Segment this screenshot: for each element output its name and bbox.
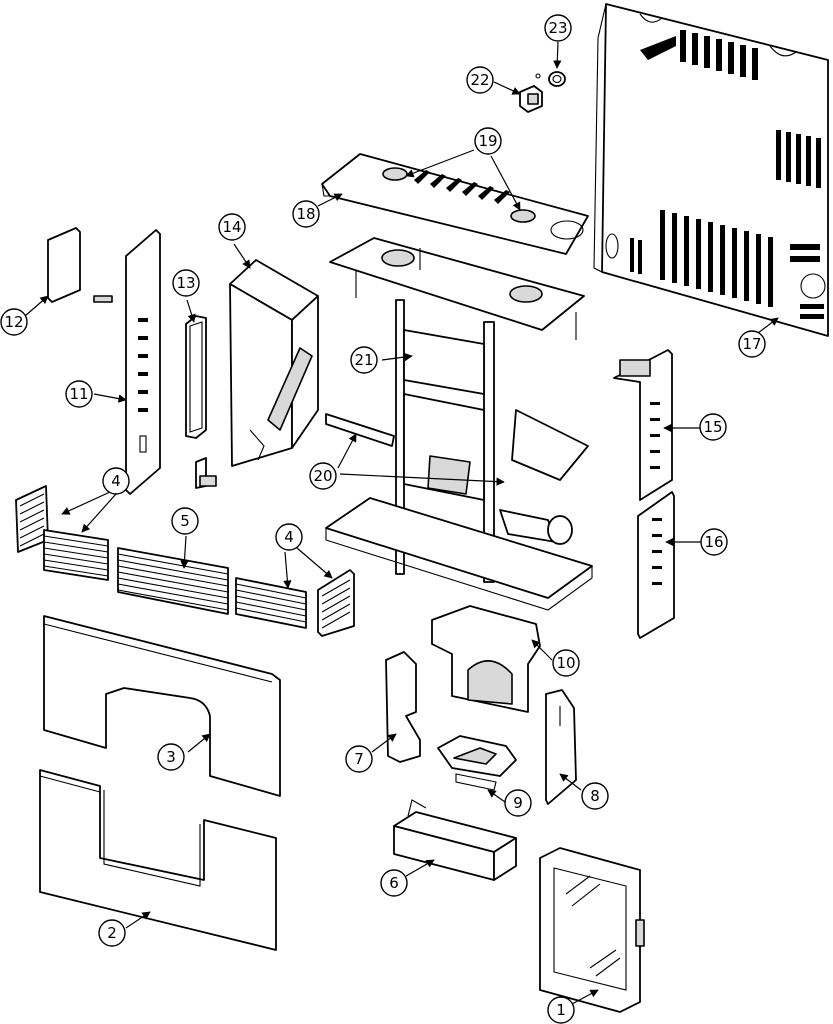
svg-text:21: 21	[354, 351, 373, 369]
callout-1: 1	[547, 996, 575, 1024]
part-6-ash-pan	[393, 799, 517, 881]
part-18-top-cover	[321, 153, 589, 255]
callout-20: 20	[309, 462, 337, 490]
callout-19: 19	[474, 127, 502, 155]
callout-5: 5	[171, 507, 199, 535]
part-4-right-end-grille	[317, 569, 355, 637]
part-9-burn-pot	[437, 735, 517, 791]
part-4-right-grille	[235, 577, 307, 629]
leader-lines	[24, 41, 779, 1005]
callout-14: 14	[218, 213, 246, 241]
callout-23: 23	[544, 14, 572, 42]
part-16-lower-side-panel	[637, 491, 675, 639]
callout-3: 3	[157, 743, 185, 771]
callout-8: 8	[581, 782, 609, 810]
svg-text:18: 18	[296, 205, 315, 223]
svg-text:20: 20	[313, 467, 332, 485]
part-14-firebox-body	[229, 259, 319, 467]
callout-18: 18	[292, 200, 320, 228]
svg-text:11: 11	[69, 385, 88, 403]
svg-text:8: 8	[590, 787, 600, 805]
svg-text:14: 14	[222, 218, 241, 236]
svg-text:22: 22	[470, 71, 489, 89]
part-10-firebox-back	[431, 605, 541, 713]
part-17-rear-panel	[593, 3, 829, 337]
svg-text:23: 23	[548, 19, 567, 37]
callout-12: 12	[0, 308, 28, 336]
svg-text:9: 9	[513, 794, 523, 812]
svg-text:1: 1	[556, 1001, 566, 1019]
callout-15: 15	[699, 413, 727, 441]
svg-text:3: 3	[166, 748, 176, 766]
part-8-right-brick	[545, 689, 577, 805]
part-12-bracket	[47, 227, 217, 489]
svg-text:5: 5	[180, 512, 190, 530]
svg-text:2: 2	[107, 924, 117, 942]
callout-22: 22	[466, 66, 494, 94]
part-5-center-grille	[117, 547, 229, 615]
svg-text:4: 4	[111, 472, 121, 490]
callout-16: 16	[700, 528, 728, 556]
callout-21: 21	[350, 346, 378, 374]
part-7-left-brick	[385, 651, 421, 763]
callout-9: 9	[504, 789, 532, 817]
svg-text:16: 16	[704, 533, 723, 551]
callout-11: 11	[65, 380, 93, 408]
part-4-left-grille	[43, 529, 109, 581]
svg-text:13: 13	[176, 274, 195, 292]
callout-6: 6	[380, 869, 408, 897]
part-2-lower-front-panel	[39, 769, 277, 951]
part-13-gasket	[185, 315, 207, 439]
svg-text:15: 15	[703, 418, 722, 436]
part-1-glass-door	[539, 847, 645, 1013]
callout-7: 7	[345, 745, 373, 773]
part-11-side-panel	[125, 229, 161, 495]
part-22-switch	[519, 73, 543, 113]
svg-text:4: 4	[284, 528, 294, 546]
svg-text:12: 12	[4, 313, 23, 331]
svg-text:10: 10	[556, 654, 575, 672]
part-15-upper-side-panel	[613, 349, 673, 501]
callout-4-left: 4	[102, 467, 130, 495]
callout-17: 17	[738, 330, 766, 358]
svg-text:7: 7	[354, 750, 364, 768]
part-21-central-frame	[325, 237, 593, 611]
callout-13: 13	[172, 269, 200, 297]
callout-4-right: 4	[275, 523, 303, 551]
svg-text:6: 6	[389, 874, 399, 892]
part-23-knob	[548, 71, 566, 87]
callout-10: 10	[552, 649, 580, 677]
part-3-upper-front-panel	[43, 615, 281, 797]
svg-text:17: 17	[742, 335, 761, 353]
svg-text:19: 19	[478, 132, 497, 150]
callout-2: 2	[98, 919, 126, 947]
